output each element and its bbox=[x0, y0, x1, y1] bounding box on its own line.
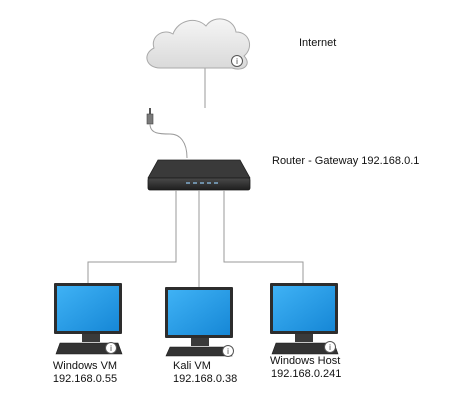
svg-text:i: i bbox=[329, 343, 331, 352]
cloud-icon bbox=[146, 18, 251, 70]
svg-text:i: i bbox=[236, 57, 238, 66]
computer-windows-host-icon bbox=[270, 283, 339, 355]
internet-label: Internet bbox=[299, 37, 337, 49]
host-2-name: Kali VM bbox=[173, 360, 211, 372]
router-label: Router - Gateway 192.168.0.1 bbox=[272, 155, 420, 167]
computer-2-info-icon[interactable]: i bbox=[222, 345, 234, 357]
lan-cables bbox=[87, 190, 304, 287]
router-icon bbox=[147, 159, 251, 191]
svg-text:i: i bbox=[110, 344, 112, 353]
host-3-name: Windows Host bbox=[270, 355, 341, 367]
computer-1-info-icon[interactable]: i bbox=[105, 342, 117, 354]
host-2-ip: 192.168.0.38 bbox=[173, 373, 238, 385]
ethernet-plug-icon bbox=[146, 108, 188, 159]
computer-windows-vm-icon bbox=[54, 283, 123, 355]
svg-text:i: i bbox=[227, 347, 229, 356]
host-1-ip: 192.168.0.55 bbox=[52, 373, 118, 385]
computer-3-info-icon[interactable]: i bbox=[324, 341, 336, 353]
host-1-name: Windows VM bbox=[52, 360, 118, 372]
host-3-ip: 192.168.0.241 bbox=[271, 368, 342, 380]
computer-kali-vm-icon bbox=[165, 287, 233, 357]
cloud-info-icon[interactable]: i bbox=[231, 55, 243, 67]
